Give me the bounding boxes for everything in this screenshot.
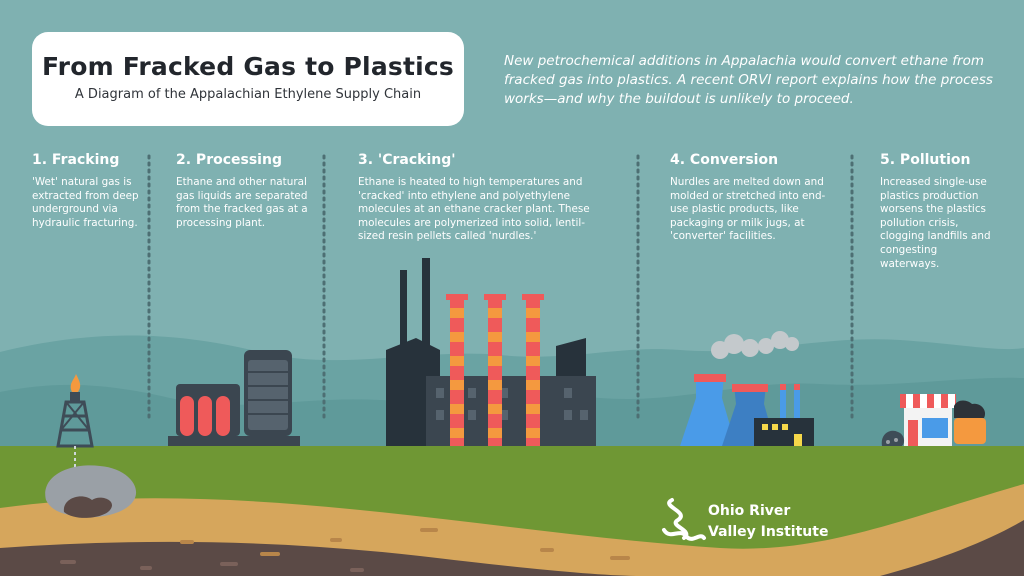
converter-facility-icon	[680, 331, 814, 446]
step-title: 5. Pollution	[880, 152, 971, 168]
gas-rig-icon	[56, 374, 94, 468]
gas-rock	[45, 465, 137, 518]
step-processing: 2. Processing Ethane and other natural g…	[176, 152, 308, 230]
store-pollution-icon	[881, 394, 986, 446]
deep-soil	[0, 541, 640, 576]
step-title: 1. Fracking	[32, 152, 120, 168]
page-title: From Fracked Gas to Plastics	[41, 52, 454, 81]
page-subtitle: A Diagram of the Appalachian Ethylene Su…	[74, 87, 422, 102]
cracker-plant-icon	[386, 258, 596, 446]
step-fracking: 1. Fracking 'Wet' natural gas is extract…	[32, 152, 144, 230]
intro-text: New petrochemical additions in Appalachi…	[504, 53, 993, 107]
step-pollution: 5. Pollution Increased single-use plasti…	[880, 152, 992, 271]
step-description: Nurdles are melted down and molded or st…	[670, 176, 826, 243]
title-box: From Fracked Gas to Plastics A Diagram o…	[32, 32, 464, 126]
step-title: 4. Conversion	[670, 152, 779, 168]
processing-plant-icon	[168, 350, 300, 446]
step-description: Ethane is heated to high temperatures an…	[358, 176, 590, 243]
step-description: Increased single-use plastics production…	[880, 176, 991, 270]
logo-line-2: Valley Institute	[708, 524, 829, 540]
step-description: Ethane and other natural gas liquids are…	[176, 176, 308, 229]
step-title: 3. 'Cracking'	[358, 152, 456, 168]
step-title: 2. Processing	[176, 152, 282, 168]
logo-line-1: Ohio River	[708, 503, 791, 519]
step-description: 'Wet' natural gas is extracted from deep…	[32, 176, 139, 229]
step-conversion: 4. Conversion Nurdles are melted down an…	[670, 152, 830, 244]
ohio-river-wave-icon	[662, 498, 706, 541]
step-cracking: 3. 'Cracking' Ethane is heated to high t…	[358, 152, 596, 244]
